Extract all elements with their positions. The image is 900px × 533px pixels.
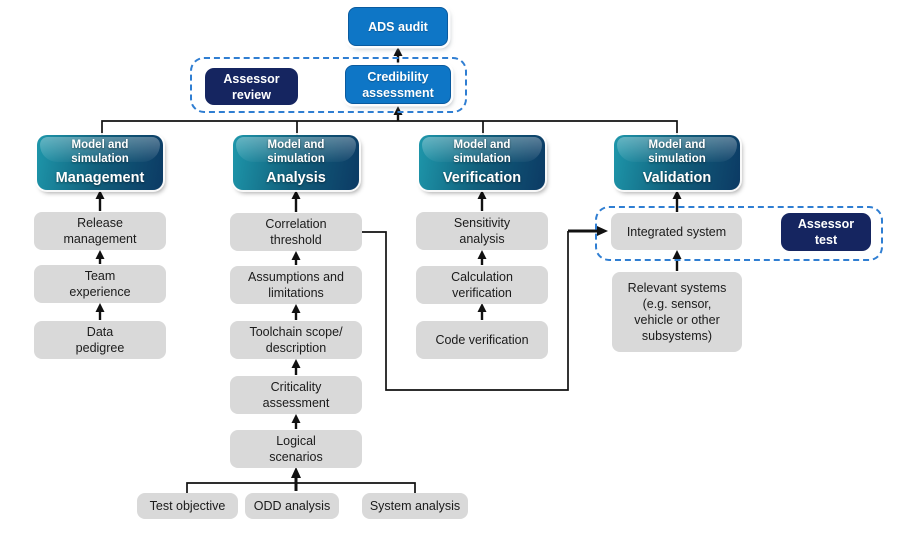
node-data-pedigree: Data pedigree — [34, 321, 166, 359]
node-calculation-verification: Calculation verification — [416, 266, 548, 304]
header-title: Management — [55, 169, 145, 186]
header-subtitle: Model and simulation — [71, 138, 129, 166]
node-relevant-systems: Relevant systems (e.g. sensor, vehicle o… — [612, 272, 742, 352]
header-msim-verification: Model and simulation Verification — [419, 135, 545, 190]
node-assumptions-limitations: Assumptions and limitations — [230, 266, 362, 304]
node-team-experience: Team experience — [34, 265, 166, 303]
header-msim-validation: Model and simulation Validation — [614, 135, 740, 190]
node-criticality-assessment: Criticality assessment — [230, 376, 362, 414]
header-title: Analysis — [266, 169, 326, 186]
header-subtitle: Model and simulation — [267, 138, 325, 166]
correlation-to-validation-route — [358, 231, 569, 391]
node-system-analysis: System analysis — [362, 493, 468, 519]
header-msim-analysis: Model and simulation Analysis — [233, 135, 359, 190]
node-code-verification: Code verification — [416, 321, 548, 359]
validation-dashed-group — [595, 206, 883, 261]
node-assessor-review: Assessor review — [205, 68, 298, 105]
node-assessor-test: Assessor test — [781, 213, 871, 251]
bottom-tree-connector — [186, 482, 416, 493]
node-test-objective: Test objective — [137, 493, 238, 519]
node-credibility-assessment: Credibility assessment — [345, 65, 451, 104]
top-tree-connector — [101, 120, 678, 135]
header-subtitle: Model and simulation — [453, 138, 511, 166]
header-subtitle: Model and simulation — [648, 138, 706, 166]
node-sensitivity-analysis: Sensitivity analysis — [416, 212, 548, 250]
node-correlation-threshold: Correlation threshold — [230, 213, 362, 251]
node-odd-analysis: ODD analysis — [245, 493, 339, 519]
node-toolchain-scope: Toolchain scope/ description — [230, 321, 362, 359]
node-release-management: Release management — [34, 212, 166, 250]
credibility-dashed-group — [190, 57, 467, 113]
header-msim-management: Model and simulation Management — [37, 135, 163, 190]
node-integrated-system: Integrated system — [611, 213, 742, 250]
node-ads-audit: ADS audit — [348, 7, 448, 46]
header-title: Validation — [642, 169, 712, 186]
node-logical-scenarios: Logical scenarios — [230, 430, 362, 468]
header-title: Verification — [442, 169, 522, 186]
